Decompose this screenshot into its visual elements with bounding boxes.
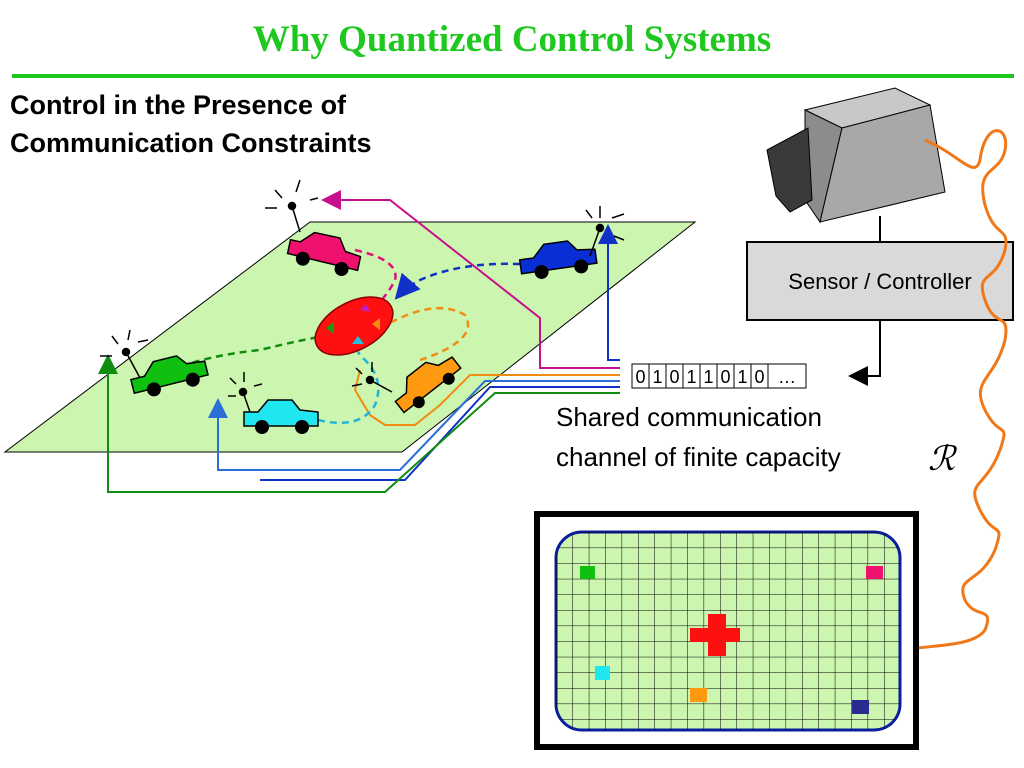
antenna-icon	[585, 206, 625, 257]
bit-cell	[767, 363, 807, 389]
antenna-icon	[351, 362, 393, 393]
video-camera-icon	[766, 87, 946, 242]
bit-value: 0	[720, 367, 730, 387]
monitor-display-icon	[534, 511, 919, 750]
slide-subtitle: Control in the Presence of Communication…	[10, 86, 372, 162]
bit-value: 1	[686, 367, 696, 387]
bit-value: …	[778, 367, 796, 387]
pink-link	[321, 190, 620, 369]
slide-title: Why Quantized Control Systems	[252, 19, 772, 60]
blue-car	[518, 240, 598, 279]
darkblue-link	[260, 386, 620, 481]
channel-caption-line-1: Shared communication	[556, 402, 822, 432]
capacity-symbol: ℛ	[928, 439, 958, 479]
blue-link	[598, 224, 620, 361]
orange-link	[353, 369, 620, 426]
cyan-car	[243, 399, 319, 434]
orange-car-marker	[690, 688, 707, 702]
uplink-lines	[98, 190, 620, 493]
controller-to-channel-arrow	[848, 320, 881, 386]
subtitle-line-1: Control in the Presence of	[10, 90, 347, 120]
bit-value: 1	[737, 367, 747, 387]
lightblue-link	[208, 380, 620, 471]
camera-cable	[917, 129, 1008, 650]
cyan-car-marker	[595, 666, 610, 680]
blue-trajectory	[394, 262, 521, 300]
green-car-marker	[580, 566, 595, 579]
target-cross-marker	[690, 614, 740, 656]
channel-caption-line-2: channel of finite capacity	[556, 442, 841, 472]
bit-value: 0	[635, 367, 645, 387]
antenna-icon	[100, 329, 149, 379]
orange-car	[394, 356, 462, 414]
green-link	[98, 354, 620, 493]
bit-value: 0	[669, 367, 679, 387]
target-ellipse-icon	[314, 296, 394, 356]
green-car	[129, 355, 209, 397]
bit-value: 1	[652, 367, 662, 387]
sensor-controller-label: Sensor / Controller	[788, 269, 971, 294]
bit-value: 1	[703, 367, 713, 387]
bit-value: 0	[754, 367, 764, 387]
antenna-icon	[265, 179, 319, 233]
pink-car	[286, 231, 362, 276]
pink-car-marker	[866, 566, 883, 579]
sensor-controller-box: Sensor / Controller	[746, 241, 1014, 321]
subtitle-line-2: Communication Constraints	[10, 128, 372, 158]
antenna-icon	[228, 372, 263, 413]
blue-car-marker	[852, 700, 869, 714]
title-underline	[12, 74, 1014, 78]
